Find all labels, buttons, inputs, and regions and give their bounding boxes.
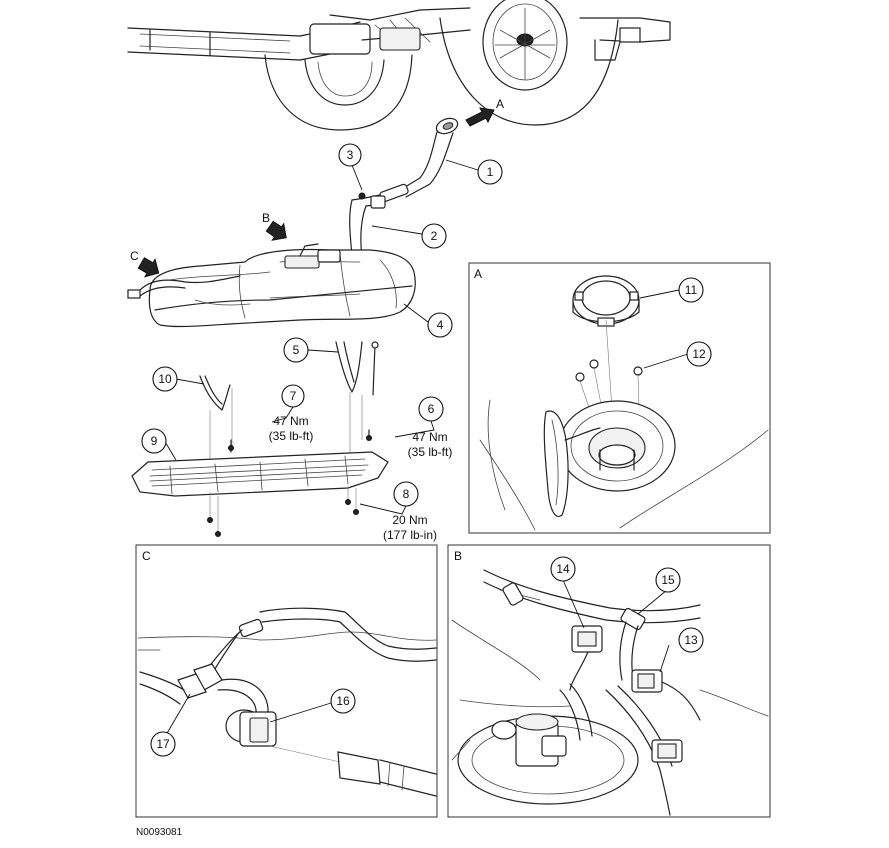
svg-text:4: 4: [437, 318, 444, 332]
svg-text:3: 3: [347, 148, 354, 162]
svg-text:10: 10: [158, 372, 172, 386]
svg-text:47 Nm: 47 Nm: [412, 430, 447, 444]
detail-view-b-label: B: [454, 549, 462, 563]
filler-pipe-assembly: [349, 117, 459, 259]
view-arrow-c: C: [130, 249, 160, 278]
callout-2: 2: [421, 223, 447, 249]
callout-10: 10: [152, 366, 178, 392]
tank-straps-and-shield: [131, 341, 389, 537]
svg-text:12: 12: [692, 347, 706, 361]
callout-15: 15: [655, 567, 681, 593]
svg-text:8: 8: [403, 487, 410, 501]
detail-view-b: B: [447, 544, 771, 818]
svg-text:6: 6: [428, 402, 435, 416]
svg-text:17: 17: [156, 737, 170, 751]
view-arrow-c-label: C: [130, 249, 139, 263]
view-arrow-b: B: [262, 211, 287, 241]
chassis-drawing: [127, 0, 671, 131]
callout-1: 1: [477, 159, 503, 185]
svg-text:9: 9: [151, 434, 158, 448]
callout-16: 16: [330, 688, 356, 714]
view-arrow-a: A: [465, 97, 504, 127]
callout-4: 4: [427, 312, 453, 338]
callout-11: 11: [678, 277, 704, 303]
callout-3: 3: [338, 143, 362, 167]
callout-17: 17: [150, 731, 176, 757]
callout-12: 12: [686, 341, 712, 367]
view-arrow-a-label: A: [496, 97, 504, 111]
torque-spec-8: 20 Nm (177 lb-in): [383, 513, 437, 542]
svg-text:(35 lb-ft): (35 lb-ft): [408, 445, 453, 459]
detail-view-c-label: C: [142, 549, 151, 563]
callout-5: 5: [283, 337, 309, 363]
svg-text:20 Nm: 20 Nm: [392, 513, 427, 527]
torque-spec-6: 47 Nm (35 lb-ft): [408, 430, 453, 459]
svg-text:1: 1: [487, 165, 494, 179]
detail-view-c: C: [135, 544, 438, 818]
figure-code: N0093081: [136, 827, 183, 838]
svg-text:(177 lb-in): (177 lb-in): [383, 528, 437, 542]
svg-text:11: 11: [685, 283, 698, 297]
svg-text:(35 lb-ft): (35 lb-ft): [269, 429, 314, 443]
callout-13: 13: [678, 627, 704, 653]
svg-text:14: 14: [556, 562, 570, 576]
callout-9: 9: [141, 428, 167, 454]
svg-text:16: 16: [336, 694, 350, 708]
detail-view-a: A: [468, 262, 771, 534]
detail-view-a-label: A: [474, 267, 482, 281]
svg-text:5: 5: [293, 343, 300, 357]
callout-8: 8: [393, 481, 419, 507]
svg-text:15: 15: [661, 573, 675, 587]
svg-text:7: 7: [290, 389, 297, 403]
torque-spec-7: 47 Nm (35 lb-ft): [269, 414, 314, 443]
view-arrow-b-label: B: [262, 211, 270, 225]
svg-text:13: 13: [684, 633, 698, 647]
fuel-tank: [127, 243, 416, 328]
callout-7: 7: [281, 384, 305, 408]
callout-14: 14: [550, 556, 576, 582]
callout-6: 6: [418, 396, 444, 422]
svg-text:47 Nm: 47 Nm: [273, 414, 308, 428]
svg-text:2: 2: [431, 229, 438, 243]
